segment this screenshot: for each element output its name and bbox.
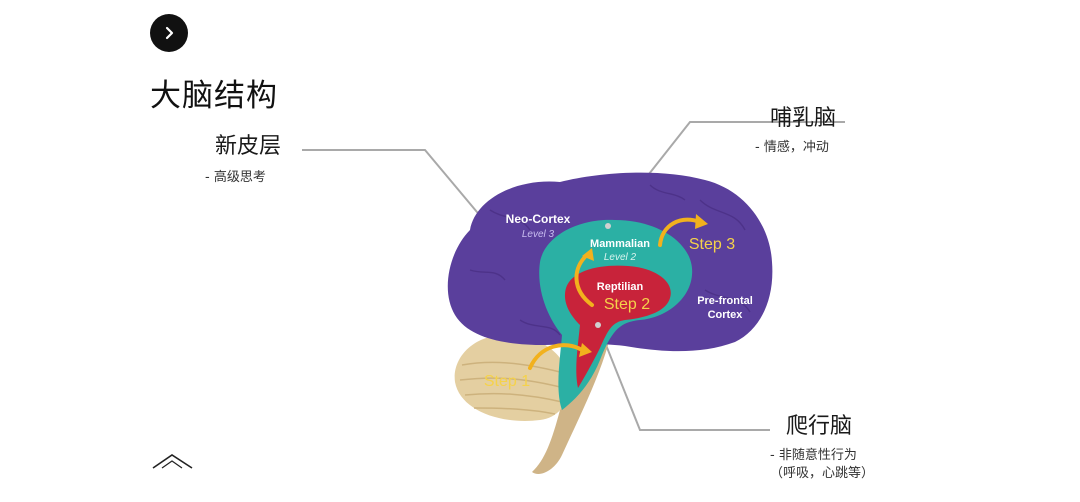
step3-label: Step 3 bbox=[689, 236, 735, 253]
mammalian-level-label: Level 2 bbox=[604, 252, 637, 263]
step2-arrow bbox=[574, 252, 594, 307]
step1-arrow bbox=[528, 343, 584, 370]
next-button[interactable] bbox=[150, 14, 188, 52]
reptilian-callout-line bbox=[597, 324, 770, 431]
reptilian-label: Reptilian bbox=[597, 281, 644, 293]
chevron-up-icon bbox=[152, 454, 193, 469]
scroll-up-button[interactable] bbox=[150, 450, 196, 472]
neocortex-label: Neo-Cortex bbox=[506, 212, 571, 226]
mammalian-title: 哺乳脑 bbox=[770, 106, 837, 131]
neocortex-level-label: Level 3 bbox=[522, 229, 555, 240]
prefrontal-label-line2: Cortex bbox=[708, 309, 744, 321]
reptilian-desc-line1: - 非随意性行为 bbox=[770, 448, 857, 463]
reptilian-desc-line2: （呼吸，心跳等） bbox=[770, 466, 875, 481]
reptilian-shape bbox=[564, 265, 671, 388]
step2-label: Step 2 bbox=[604, 296, 650, 313]
mammalian-label: Mammalian bbox=[590, 238, 650, 250]
mammalian-desc: - 情感，冲动 bbox=[755, 140, 829, 155]
page-title: 大脑结构 bbox=[150, 78, 278, 114]
neocortex-callout-line bbox=[302, 149, 483, 219]
step3-arrow bbox=[658, 217, 702, 247]
neocortex-title: 新皮层 bbox=[215, 134, 282, 159]
neocortex-desc: - 高级思考 bbox=[205, 170, 266, 185]
step1-label: Step 1 bbox=[484, 373, 530, 390]
chevron-right-icon bbox=[165, 26, 174, 40]
reptilian-title: 爬行脑 bbox=[786, 414, 853, 439]
prefrontal-label-line1: Pre-frontal bbox=[697, 295, 753, 307]
